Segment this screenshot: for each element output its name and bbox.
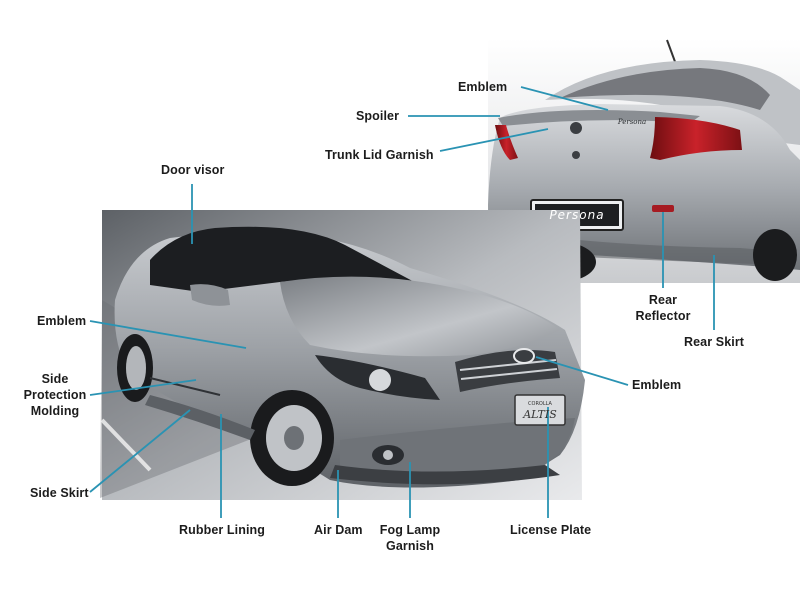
label-spoiler: Spoiler	[356, 109, 400, 123]
label-fog-lamp-garnish: Fog Lamp Garnish	[379, 523, 441, 553]
front-car-image	[100, 210, 586, 500]
label-side-skirt: Side Skirt	[30, 486, 89, 500]
leader-side-skirt	[89, 409, 191, 493]
label-air-dam: Air Dam	[314, 523, 363, 537]
rear-trunk-script: Persona	[617, 118, 646, 126]
leader-trunk-lid-garnish	[439, 128, 549, 152]
front-plate-small: COROLLA	[528, 401, 553, 407]
leader-lines	[89, 86, 715, 518]
label-rear-emblem: Emblem	[458, 80, 508, 94]
label-grille-emblem: Emblem	[632, 378, 682, 392]
label-rear-reflector: Rear Reflector	[635, 293, 691, 323]
leader-rear-emblem	[520, 86, 609, 111]
label-side-protection-molding: Side Protection Molding	[23, 372, 87, 418]
label-door-visor: Door visor	[161, 163, 225, 177]
front-plate-badge: ALTIS	[522, 408, 557, 421]
label-trunk-lid-garnish: Trunk Lid Garnish	[325, 148, 434, 162]
label-rubber-lining: Rubber Lining	[179, 523, 266, 537]
label-side-emblem: Emblem	[37, 314, 87, 328]
leader-side-protection-molding	[89, 379, 197, 396]
rear-plate-text: Persona	[549, 208, 604, 222]
leader-grille-emblem	[535, 356, 629, 386]
label-license-plate: License Plate	[510, 523, 592, 537]
label-rear-skirt: Rear Skirt	[684, 335, 745, 349]
leader-side-emblem	[89, 320, 247, 349]
